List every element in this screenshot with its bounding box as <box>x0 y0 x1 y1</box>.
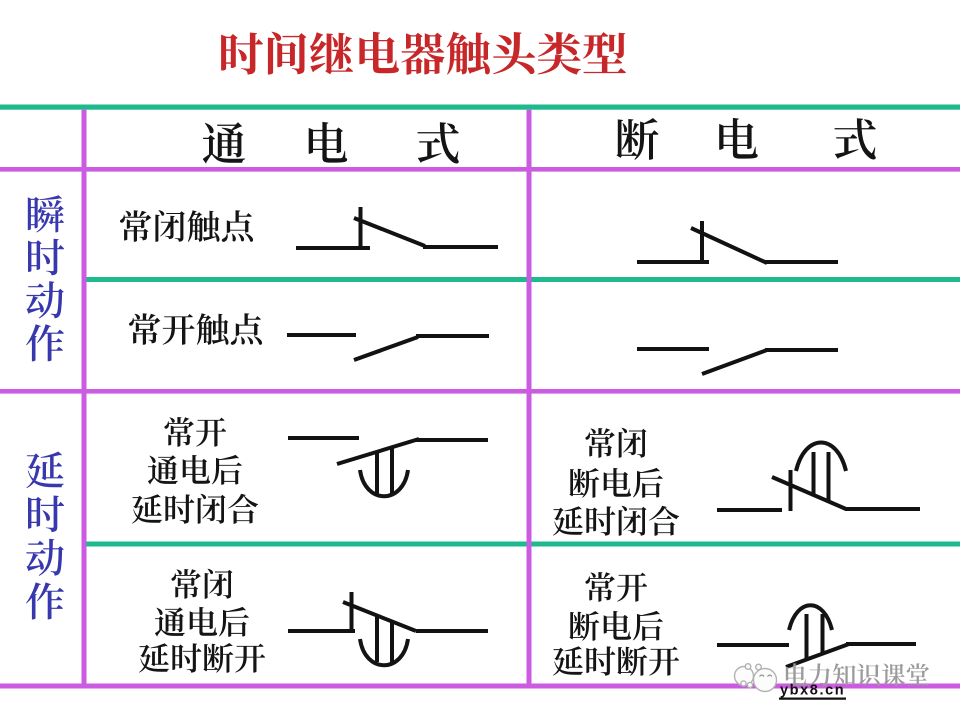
svg-text:ybx8.cn: ybx8.cn <box>780 683 845 699</box>
